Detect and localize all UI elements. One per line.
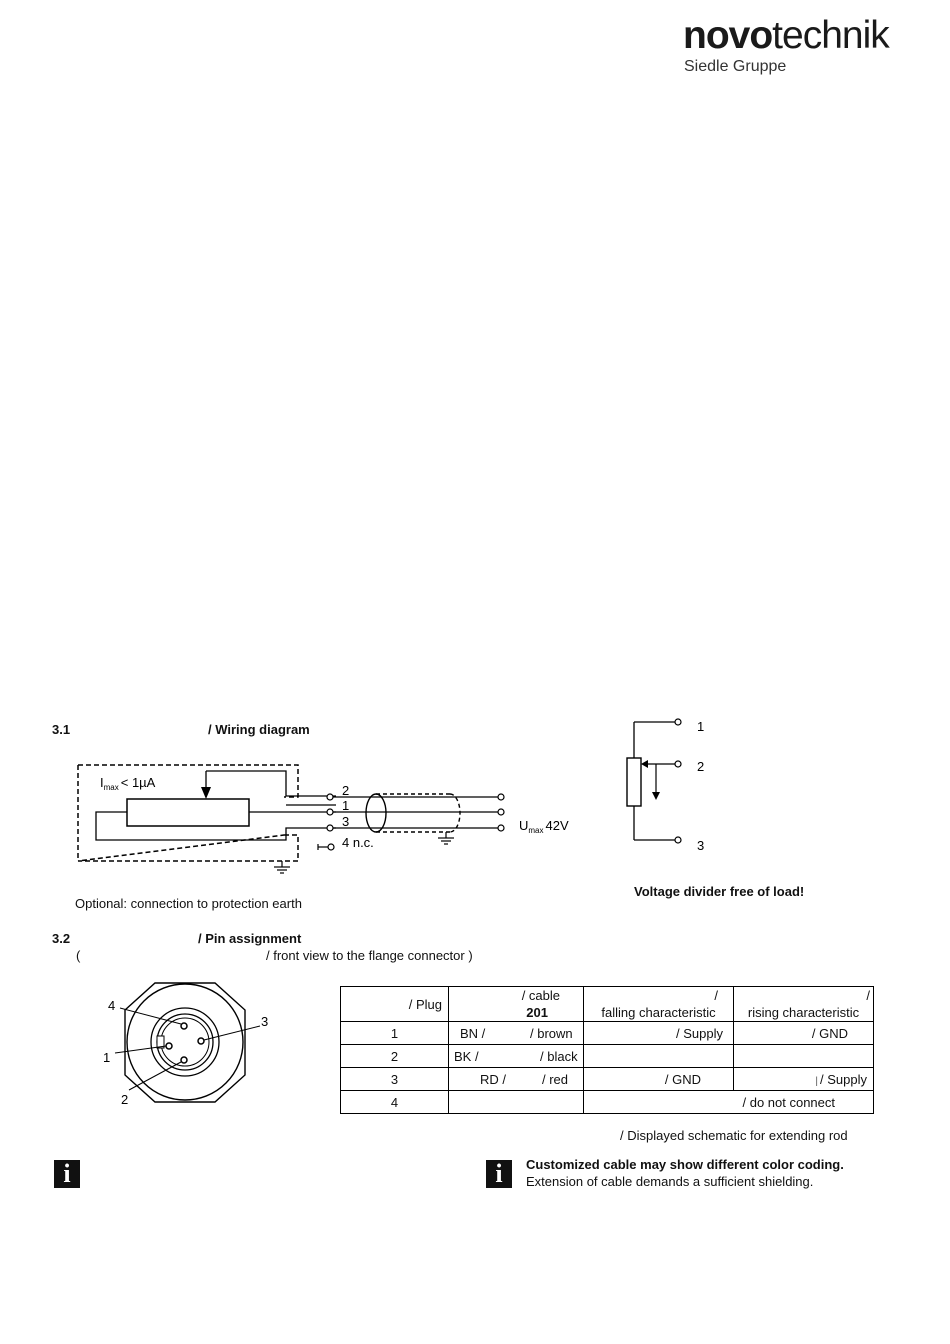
table-row: 2 BK / / black <box>340 1044 874 1068</box>
info-icon: i <box>54 1160 80 1188</box>
row4-cable <box>448 1090 584 1114</box>
pin-view-paren: ( <box>76 948 81 963</box>
row3-cable-color: / red <box>542 1071 569 1087</box>
table-row: 4 / do not connect <box>340 1090 874 1114</box>
header-plug: / Plug <box>340 986 449 1022</box>
connector-pin-2 <box>180 1056 188 1064</box>
wiring-pin-3-label: 3 <box>342 814 349 829</box>
row1-cable-color: / brown <box>530 1025 573 1041</box>
row3-rising-mark: | <box>815 1075 819 1087</box>
connector-label-3: 3 <box>261 1014 268 1029</box>
divider-pin-3-label: 3 <box>697 838 704 853</box>
info-heading: Customized cable may show different colo… <box>526 1157 844 1172</box>
connector-outer-ring <box>126 983 244 1101</box>
wiring-pin-2-label: 2 <box>342 783 349 798</box>
header-rising: / rising characteristic <box>733 986 874 1022</box>
connector-label-2: 2 <box>121 1092 128 1107</box>
header-cable-label: / cable <box>521 988 560 1003</box>
row3-falling: / GND <box>583 1067 734 1091</box>
header-falling-label: falling characteristic <box>601 1005 716 1020</box>
section-3-2-number: 3.2 <box>52 931 71 946</box>
row2-plug: 2 <box>340 1044 449 1068</box>
voltage-divider-diagram: 1 2 3 <box>626 718 704 853</box>
info-icon: i <box>486 1160 512 1188</box>
info-body: Extension of cable demands a sufficient … <box>526 1174 814 1189</box>
row1-cable-code: BN / <box>460 1025 486 1041</box>
connector-label-4: 4 <box>108 998 115 1013</box>
divider-pin-1-label: 1 <box>697 719 704 734</box>
header-falling: / falling characteristic <box>583 986 734 1022</box>
logo-bold-part: novo <box>683 14 773 57</box>
section-3-2-title: / Pin assignment <box>198 931 302 946</box>
row1-rising: / GND <box>733 1021 874 1045</box>
connector-pin-4 <box>180 1022 188 1030</box>
row1-falling: / Supply <box>583 1021 734 1045</box>
row3-plug: 3 <box>340 1067 449 1091</box>
voltage-divider-note: Voltage divider free of load! <box>634 884 805 899</box>
wiring-pin-1-label: 1 <box>342 798 349 813</box>
header-rising-label: rising characteristic <box>747 1005 860 1020</box>
header-rising-slash: / <box>866 988 870 1003</box>
housing-outline-top <box>78 764 299 798</box>
row2-cable-color: / black <box>540 1048 578 1064</box>
divider-resistor <box>626 757 642 807</box>
row2-cable: BK / / black <box>448 1044 584 1068</box>
pin-view-subtitle: / front view to the flange connector ) <box>266 948 473 963</box>
imax-label: Imax< 1µA <box>100 775 156 792</box>
section-3-1-title: / Wiring diagram <box>208 722 310 737</box>
table-header-row: / Plug / cable 201 / falling characteris… <box>340 986 874 1022</box>
connector-label-1: 1 <box>103 1050 110 1065</box>
header-falling-slash: / <box>714 988 718 1003</box>
row2-cable-code: BK / <box>454 1048 479 1064</box>
section-3-1-number: 3.1 <box>52 722 71 737</box>
cable-shield-left <box>365 793 387 833</box>
logo-wordmark: novotechnik <box>683 14 928 58</box>
row4-plug: 4 <box>340 1090 449 1114</box>
row3-cable: RD / / red <box>448 1067 584 1091</box>
logo-regular-part: technik <box>772 14 890 57</box>
flange-connector-front-view: 4 3 1 2 <box>103 982 268 1107</box>
row1-cable: BN / / brown <box>448 1021 584 1045</box>
table-row: 3 RD / / red / GND |/ Supply <box>340 1067 874 1091</box>
wiring-pin-4-label: 4 n.c. <box>342 835 374 850</box>
row3-rising-text: / Supply <box>820 1071 867 1087</box>
table-row: 1 BN / / brown / Supply / GND <box>340 1021 874 1045</box>
header-cable-code: 201 <box>526 1005 548 1020</box>
row2-falling <box>583 1044 734 1068</box>
row4-merged: / do not connect <box>583 1090 874 1114</box>
housing-outline-bottom <box>77 834 299 862</box>
row3-cable-code: RD / <box>480 1071 506 1087</box>
schematic-note: / Displayed schematic for extending rod <box>620 1128 848 1143</box>
divider-pin-2-label: 2 <box>697 759 704 774</box>
row1-plug: 1 <box>340 1021 449 1045</box>
wiper-arrow <box>201 787 211 799</box>
row2-rising <box>733 1044 874 1068</box>
header-cable: / cable 201 <box>448 986 584 1022</box>
logo-subtitle: Siedle Gruppe <box>684 58 787 75</box>
row3-rising: |/ Supply <box>733 1067 874 1091</box>
potentiometer-resistor <box>126 798 250 827</box>
novotechnik-logo: novotechnik Siedle Gruppe <box>683 14 928 76</box>
connector-pin-3 <box>197 1037 205 1045</box>
pin-assignment-table: / Plug / cable 201 / falling characteris… <box>340 986 874 1114</box>
connector-hex-nut <box>124 982 246 1103</box>
optional-earth-note: Optional: connection to protection earth <box>75 896 302 911</box>
